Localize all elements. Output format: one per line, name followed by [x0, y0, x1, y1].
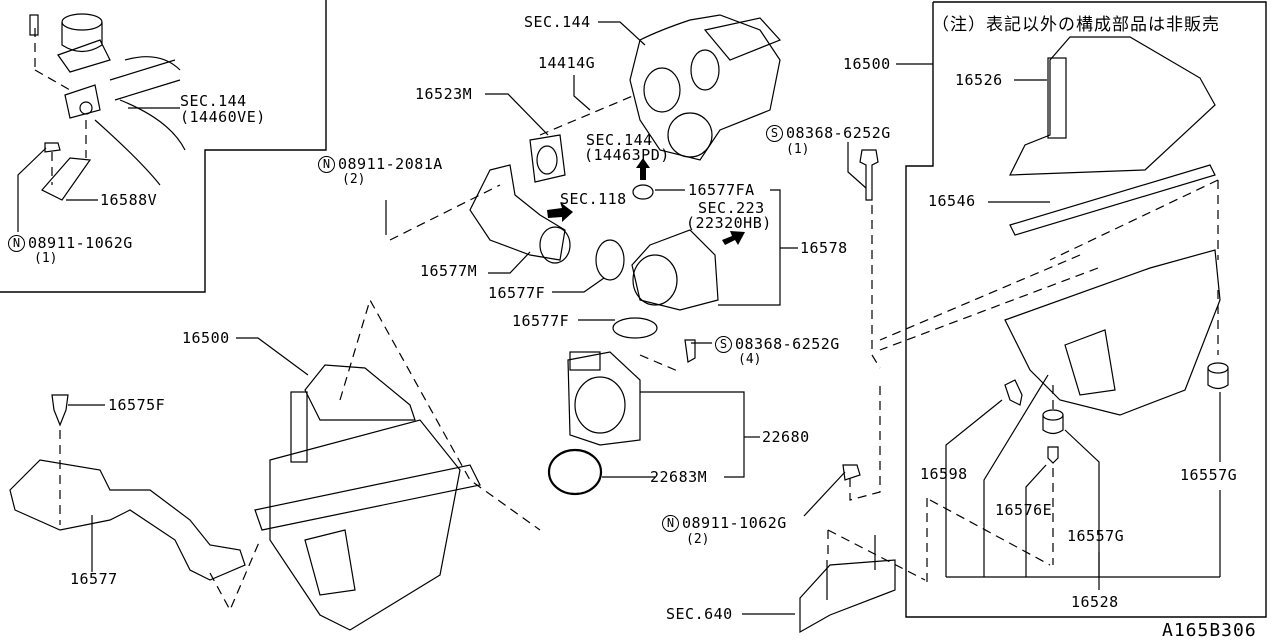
label-22680[interactable]: 22680 [762, 428, 810, 446]
inlet-duct-16577 [9, 459, 246, 581]
label-16526[interactable]: 16526 [955, 71, 1003, 89]
label-16577M[interactable]: 16577M [420, 262, 478, 280]
kit-frame [905, 1, 1267, 618]
maf-sensor-drawing [567, 351, 641, 446]
hose-16578 [631, 229, 719, 311]
label-16557G-right[interactable]: 16557G [1180, 466, 1238, 484]
label-sec144-pd[interactable]: SEC.144 [586, 131, 653, 149]
label-sec118[interactable]: SEC.118 [560, 190, 627, 208]
label-16588V[interactable]: 16588V [100, 191, 158, 209]
mount-rubber-center [1042, 409, 1064, 435]
bolt-08368-1 [859, 149, 879, 201]
filter-16546 [1009, 164, 1216, 236]
label-sec144-turbo[interactable]: SEC.144 [524, 13, 591, 31]
label-16578[interactable]: 16578 [800, 239, 848, 257]
label-16577F-lower[interactable]: 16577F [512, 312, 570, 330]
n-symbol-icon: N [662, 515, 679, 532]
label-16575F[interactable]: 16575F [108, 396, 166, 414]
label-sec223-part[interactable]: (22320HB) [686, 214, 772, 232]
lower-body-16528-drawing [1004, 249, 1221, 416]
label-sec144-egr[interactable]: SEC.144 [180, 92, 247, 110]
oring-22683M [547, 448, 603, 496]
n-symbol-icon: N [318, 156, 335, 173]
qty-inset-nut: (1) [34, 251, 58, 266]
turbocharger-drawing [629, 14, 782, 161]
s-symbol-icon: S [715, 336, 732, 353]
bracket-sec640 [799, 559, 896, 634]
s-symbol-icon: S [766, 125, 783, 142]
label-16557G-center[interactable]: 16557G [1067, 527, 1125, 545]
egr-valve-drawing [29, 13, 186, 201]
label-16577[interactable]: 16577 [70, 570, 118, 588]
arrow-to-sec223 [722, 231, 745, 245]
qty-nut-1062-2: (2) [686, 532, 710, 547]
label-16598[interactable]: 16598 [920, 465, 968, 483]
label-14414G[interactable]: 14414G [538, 54, 596, 72]
label-16528[interactable]: 16528 [1071, 593, 1119, 611]
qty-bolt-4: (4) [738, 352, 762, 367]
label-16500-left[interactable]: 16500 [182, 329, 230, 347]
gasket-16523M [529, 134, 566, 183]
note-non-sale-parts: （注）表記以外の構成部品は非販売 [932, 15, 1220, 35]
label-sec223[interactable]: SEC.223 [698, 199, 765, 217]
label-16576E[interactable]: 16576E [995, 501, 1053, 519]
qty-bolt-1: (1) [786, 142, 810, 157]
upper-cover-16526-drawing [1009, 36, 1216, 176]
inset-frame [0, 0, 327, 293]
label-16546[interactable]: 16546 [928, 192, 976, 210]
clip-16598 [1004, 379, 1023, 406]
duct-16577M [469, 164, 566, 261]
label-16577F-upper[interactable]: 16577F [488, 284, 546, 302]
n-symbol-icon: N [8, 235, 25, 252]
diagram-code: A165B306 [1162, 620, 1257, 640]
grommet-16576E [1047, 446, 1059, 464]
label-22683M[interactable]: 22683M [650, 468, 708, 486]
label-16577FA[interactable]: 16577FA [688, 181, 755, 199]
label-16500-right[interactable]: 16500 [843, 55, 891, 73]
label-sec144-egr-part[interactable]: (14460VE) [180, 108, 266, 126]
arrow-to-sec144-pd [636, 158, 650, 180]
mount-rubber-right [1207, 362, 1229, 390]
air-cleaner-left-drawing [254, 364, 481, 631]
label-16523M[interactable]: 16523M [415, 85, 473, 103]
arrow-to-sec118 [547, 202, 573, 222]
label-sec640[interactable]: SEC.640 [666, 605, 733, 623]
label-sec144-pd-part[interactable]: (14463PD) [584, 146, 670, 164]
qty-nut-2081: (2) [342, 172, 366, 187]
